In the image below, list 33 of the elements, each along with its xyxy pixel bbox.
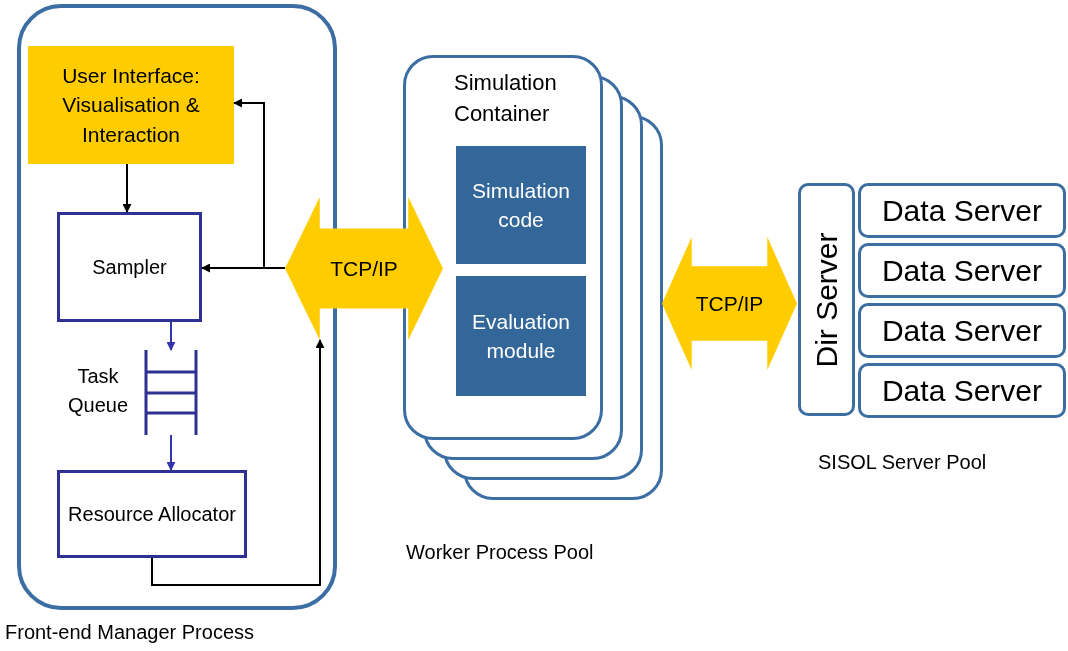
card-title: Simulation Container [454,69,558,128]
arrow [166,321,176,351]
box-label: Resource Allocator [67,502,237,527]
box-label: Dir Server [809,232,844,367]
server-box [858,303,1066,358]
frame-caption: Front-end Manager Process [5,620,254,644]
arrow [233,98,286,269]
process-box [57,212,202,322]
protocol-label: TCP/IP [695,291,764,316]
box-label: Data Server [880,312,1044,349]
box-label: Evaluation module [470,308,572,364]
module-box [456,146,586,264]
box-label: Data Server [880,252,1044,289]
process-box [57,470,247,558]
server-box [798,183,855,416]
pool-caption: SISOL Server Pool [818,450,987,474]
server-box [858,243,1066,298]
box-label: Simulation code [470,177,572,233]
container-card [403,55,603,440]
queue-label: Task Queue [66,364,130,418]
box-label: Data Server [880,372,1044,409]
server-box [858,183,1066,238]
pool-caption: Worker Process Pool [406,540,594,564]
module-box [456,276,586,396]
arrow [166,434,176,471]
box-label: Data Server [880,192,1044,229]
server-box [858,363,1066,418]
protocol-label: TCP/IP [330,256,398,281]
box-label: Sampler [91,255,168,280]
box-label: User Interface: Visualisation & Interaction [61,62,201,148]
interface-box [28,46,234,164]
arrow [122,163,132,213]
arrow [151,339,325,586]
